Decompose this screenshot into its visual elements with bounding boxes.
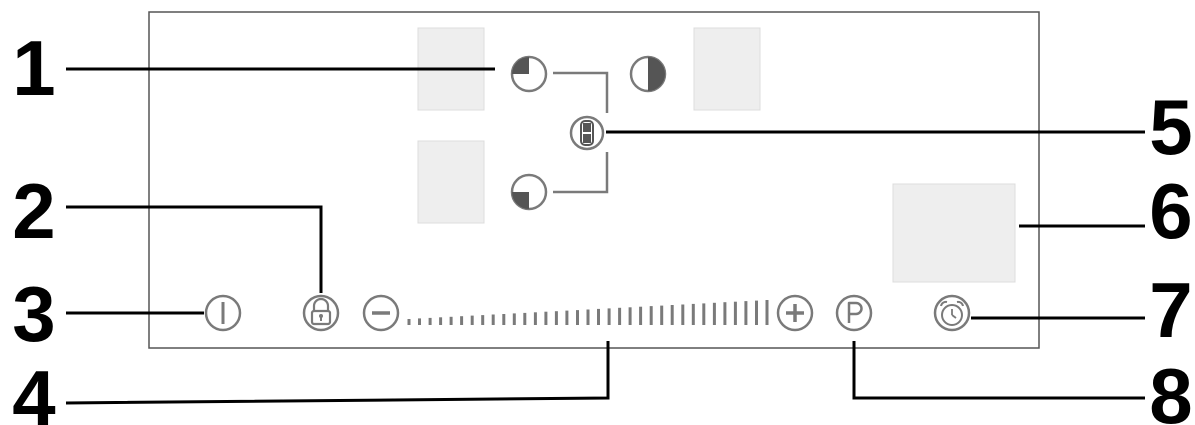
leader-2 — [66, 205, 323, 293]
zone-bottom-left-icon[interactable] — [510, 173, 548, 211]
minus-icon[interactable] — [362, 294, 400, 332]
plus-icon[interactable] — [776, 294, 814, 332]
callout-8: 8 — [1149, 352, 1192, 425]
alarm-clock-icon[interactable] — [933, 294, 971, 332]
zone-display-top-right — [693, 27, 761, 111]
bridge-connector-line — [553, 71, 609, 194]
lock-icon[interactable] — [302, 294, 340, 332]
leader-lines — [65, 67, 1145, 405]
zone-display-bottom-left — [417, 140, 485, 224]
pause-p-icon[interactable] — [835, 294, 873, 332]
callout-3: 3 — [12, 270, 55, 358]
callout-6: 6 — [1149, 167, 1192, 255]
power-icon[interactable] — [204, 294, 242, 332]
zone-top-right-icon[interactable] — [629, 55, 667, 93]
bridge-zone-icon[interactable] — [569, 115, 605, 151]
power-level-slider[interactable] — [407, 300, 769, 325]
callout-4: 4 — [12, 354, 55, 425]
zone-top-left-icon[interactable] — [510, 55, 548, 93]
callout-1: 1 — [12, 24, 55, 112]
callout-5: 5 — [1149, 83, 1192, 171]
timer-display — [892, 183, 1016, 283]
callout-7: 7 — [1149, 266, 1192, 354]
leader-4 — [65, 341, 610, 405]
control-panel — [148, 11, 1040, 349]
callout-2: 2 — [12, 167, 55, 255]
leader-8 — [852, 341, 1145, 400]
